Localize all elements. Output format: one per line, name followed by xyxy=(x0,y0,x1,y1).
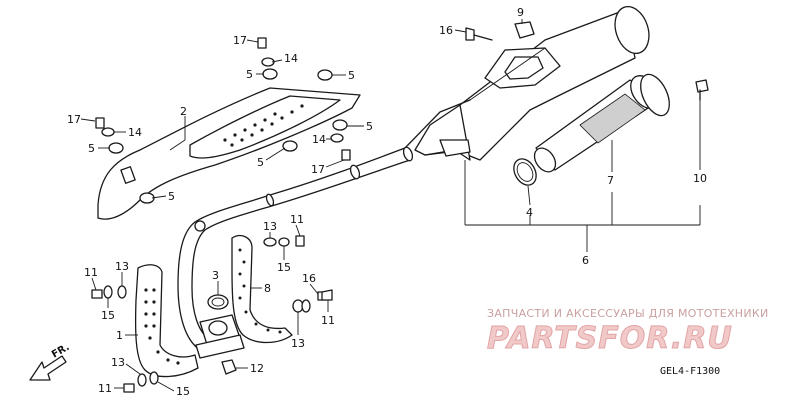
callout-9: 9 xyxy=(517,6,524,19)
part-labels: 2 17 14 5 5 17 14 5 14 5 5 17 5 16 9 10 … xyxy=(67,6,707,398)
hardware xyxy=(91,21,709,393)
exhaust-pipe xyxy=(177,146,414,353)
callout-17-right: 17 xyxy=(311,163,325,176)
callout-14-top: 14 xyxy=(284,52,298,65)
leader-lines xyxy=(80,19,701,392)
assembly-bracket xyxy=(464,160,701,252)
callout-5-bottom: 5 xyxy=(168,190,175,203)
callout-13-right-top: 13 xyxy=(263,220,277,233)
callout-15-bottom: 15 xyxy=(176,385,190,398)
callout-5-right: 5 xyxy=(366,120,373,133)
callout-15-left: 15 xyxy=(101,309,115,322)
joint-shield xyxy=(231,234,293,344)
callout-1: 1 xyxy=(116,329,123,342)
callout-11-right-bottom: 11 xyxy=(321,314,335,327)
callout-11-bottom: 11 xyxy=(98,382,112,395)
callout-2: 2 xyxy=(180,105,187,118)
callout-11-right-top: 11 xyxy=(290,213,304,226)
callout-3: 3 xyxy=(212,269,219,282)
watermark-tagline: ЗАПЧАСТИ И АКСЕССУАРЫ ДЛЯ МОТОТЕХНИКИ xyxy=(487,307,769,320)
diagram-code: GEL4-F1300 xyxy=(660,366,720,377)
callout-5-left: 5 xyxy=(88,142,95,155)
callout-17-top: 17 xyxy=(233,34,247,47)
callout-14-right: 14 xyxy=(312,133,326,146)
callout-15-right-top: 15 xyxy=(277,261,291,274)
watermark-brand: PARTSFOR.RU xyxy=(487,321,733,356)
callout-16-top: 16 xyxy=(439,24,453,37)
callout-13-left: 13 xyxy=(115,260,129,273)
callout-12: 12 xyxy=(250,362,264,375)
callout-13-bottom-left: 13 xyxy=(111,356,125,369)
callout-7: 7 xyxy=(607,174,614,187)
callout-17-left: 17 xyxy=(67,113,81,126)
tail-gasket xyxy=(513,158,537,186)
callout-6: 6 xyxy=(582,254,589,267)
heat-shield-upper xyxy=(97,87,361,220)
muffler-body xyxy=(404,5,650,161)
callout-10: 10 xyxy=(693,172,707,185)
callout-5-top-right: 5 xyxy=(348,69,355,82)
callout-8: 8 xyxy=(264,282,271,295)
callout-16-bottom: 16 xyxy=(302,272,316,285)
tail-pipe xyxy=(533,73,670,173)
callout-11-left: 11 xyxy=(84,266,98,279)
callout-4: 4 xyxy=(526,206,533,219)
front-direction-arrow: FR. xyxy=(29,342,72,381)
callout-5-top-left: 5 xyxy=(246,68,253,81)
heat-shield-lower xyxy=(134,264,199,378)
callout-13-right-bottom: 13 xyxy=(291,337,305,350)
callout-14-left: 14 xyxy=(128,126,142,139)
callout-5-mid: 5 xyxy=(257,156,264,169)
